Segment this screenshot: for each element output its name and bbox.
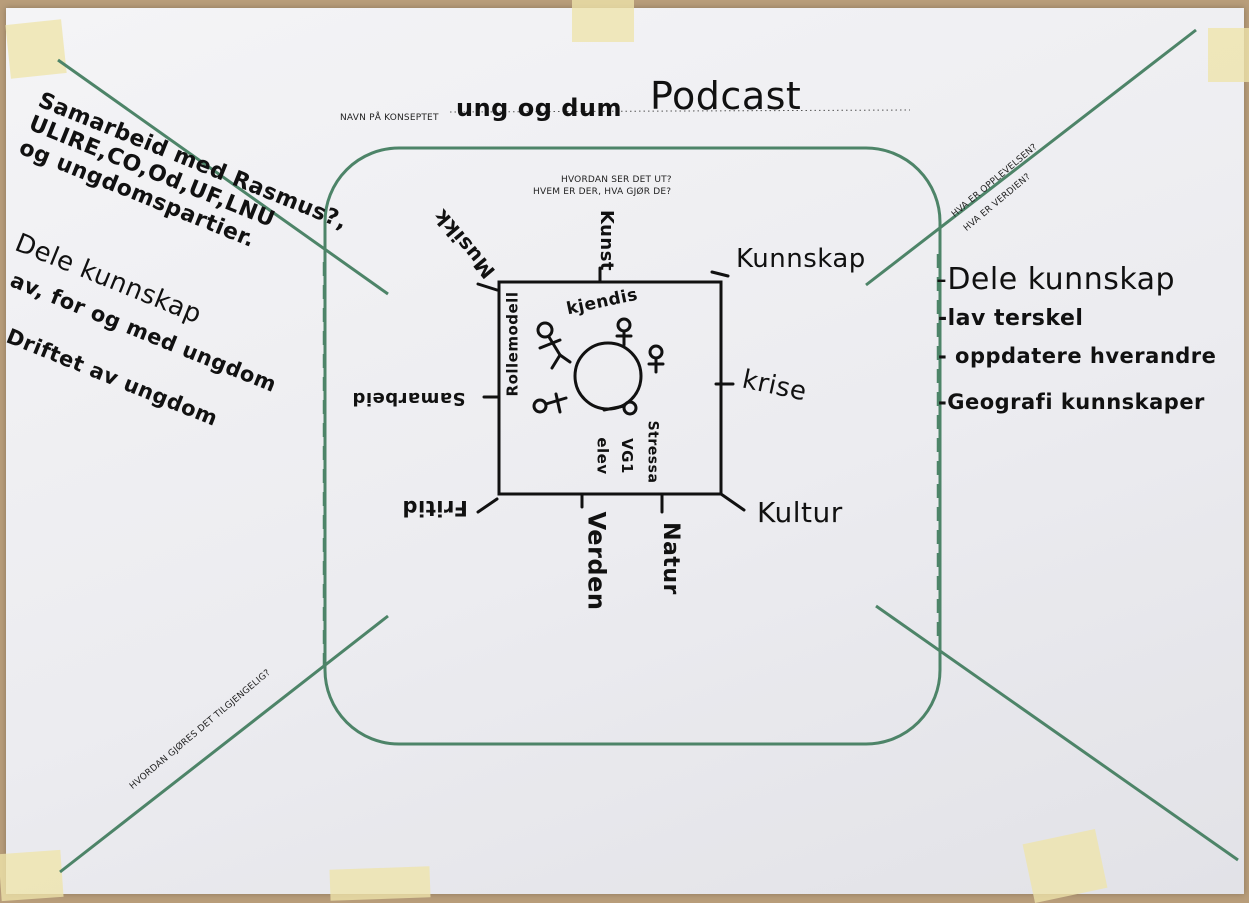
- spoke-kunnskap: [710, 270, 730, 278]
- label-kunnskap: Kunnskap: [736, 244, 866, 274]
- right-item-2: -lav terskel: [938, 306, 1084, 331]
- label-vg1: VG1: [617, 438, 636, 474]
- center-circle: [573, 341, 643, 411]
- stick-figure-kjendis: [536, 321, 572, 370]
- label-kunst: Kunst: [596, 209, 618, 272]
- center-question-2: HVEM ER DER, HVA GJØR DE?: [533, 187, 672, 197]
- stick-figure-top: [615, 317, 633, 347]
- stick-figure-left: [532, 392, 568, 414]
- poster-sheet: [6, 8, 1244, 894]
- diagonal-top-left: [57, 58, 389, 296]
- center-question-1: HVORDAN SER DET UT?: [561, 175, 672, 185]
- stick-figure-right: [647, 344, 665, 374]
- tape-top-right: [1208, 28, 1249, 82]
- label-natur: Natur: [657, 522, 683, 595]
- label-samarbeid: Samarbeid: [352, 388, 466, 409]
- label-verden: Verden: [582, 511, 611, 611]
- right-item-1: -Dele kunnskap: [936, 262, 1176, 297]
- spoke-kultur: [719, 492, 746, 512]
- stick-figure-bottom: [602, 400, 638, 416]
- diagonal-top-right: [865, 28, 1197, 287]
- right-item-4: -Geografi kunnskaper: [938, 390, 1205, 414]
- label-elev: elev: [593, 437, 612, 475]
- concept-name: ung og dum: [456, 94, 623, 122]
- tape-top-center: [572, 0, 634, 42]
- label-kultur: Kultur: [757, 496, 843, 529]
- spoke-fritid: [476, 497, 499, 514]
- concept-label: NAVN PÅ KONSEPTET: [340, 113, 439, 123]
- diagonal-bottom-right: [875, 604, 1239, 862]
- name-dotted-line: [449, 109, 911, 113]
- concept-name-big: Podcast: [650, 74, 802, 118]
- label-rollemodell: Rollemodell: [503, 291, 522, 397]
- inner-square: [497, 280, 723, 496]
- label-fritid: Fritid: [402, 496, 468, 520]
- right-item-3: - oppdatere hverandre: [938, 344, 1217, 368]
- label-stressa: Stressa: [644, 420, 661, 484]
- spoke-musikk: [476, 282, 499, 292]
- diagonal-bottom-left: [59, 614, 389, 874]
